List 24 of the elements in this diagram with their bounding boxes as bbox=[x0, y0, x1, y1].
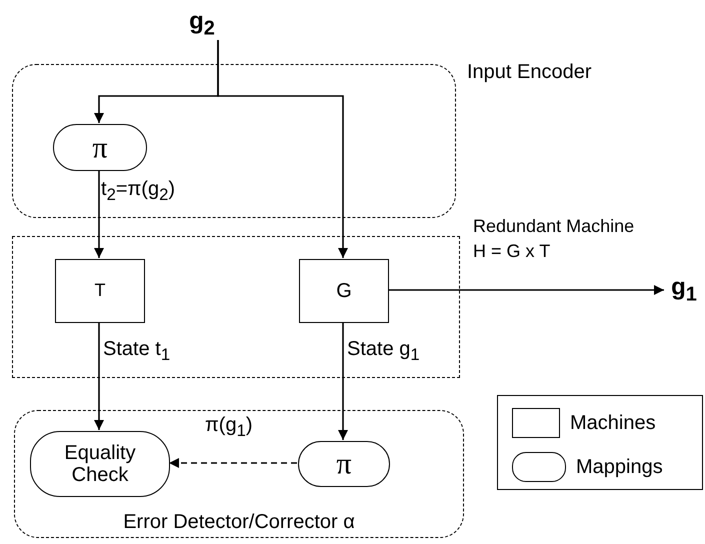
signal-label: g$_{2}$ bbox=[189, 8, 215, 40]
machine-label: G bbox=[336, 280, 352, 302]
arrow bbox=[169, 458, 297, 468]
group-formula: H = G x T bbox=[473, 242, 550, 262]
arrow bbox=[217, 40, 348, 258]
group-title: Input Encoder bbox=[467, 61, 592, 83]
arrow bbox=[94, 322, 104, 430]
signal-label: g$_{1}$ bbox=[671, 274, 697, 306]
machine-box bbox=[299, 259, 389, 323]
mapping-pill bbox=[298, 441, 390, 487]
mapping-label: π bbox=[336, 448, 352, 480]
mapping-pill bbox=[30, 431, 170, 497]
arrow bbox=[338, 322, 348, 440]
mapping-pill bbox=[53, 124, 147, 171]
machine-label: T bbox=[94, 281, 106, 301]
machine-box bbox=[55, 259, 145, 323]
mapping-label: Equality Check bbox=[63, 442, 137, 486]
mapping-label: π bbox=[92, 131, 108, 164]
arrow bbox=[388, 285, 664, 295]
legend-label: Mappings bbox=[576, 456, 663, 478]
legend-label: Machines bbox=[570, 412, 656, 434]
arrow bbox=[94, 170, 104, 258]
group-title: Redundant Machine bbox=[473, 217, 634, 237]
group-title: Error Detector/Corrector α bbox=[123, 511, 355, 533]
